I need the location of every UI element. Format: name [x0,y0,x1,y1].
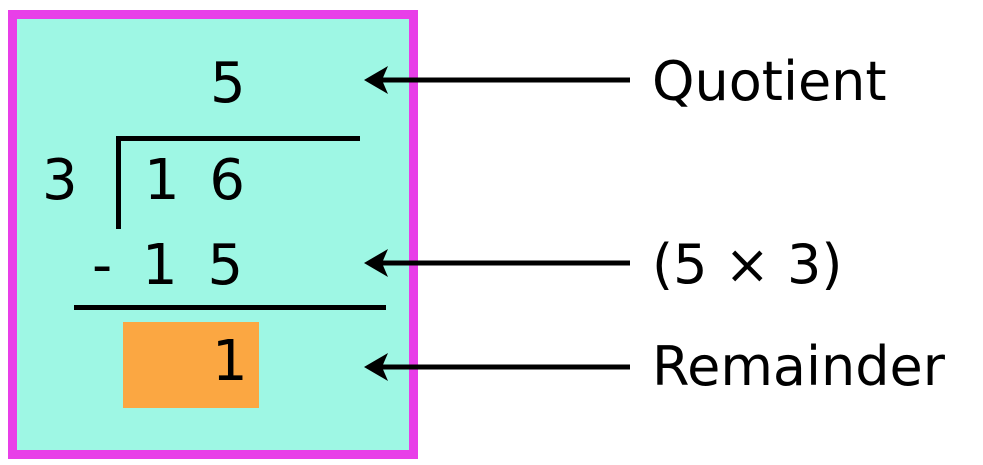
quotient-label: Quotient [652,50,887,113]
subtraction-line [74,305,386,310]
remainder-highlight [123,322,259,408]
quotient-digit: 5 [210,51,246,116]
remainder-digit: 1 [212,329,248,394]
quotient-arrow-head [364,66,388,94]
subtraction-digits: - 1 5 [92,233,250,298]
dividend-digits: 1 6 [144,148,252,213]
multiplication-label: (5 × 3) [652,233,843,296]
divisor-digit: 3 [42,148,78,213]
multiplication-arrow-head [364,249,388,277]
remainder-label: Remainder [652,335,945,398]
division-bracket-top [116,136,360,141]
division-bracket-side [116,137,121,229]
remainder-arrow-head [364,353,388,381]
